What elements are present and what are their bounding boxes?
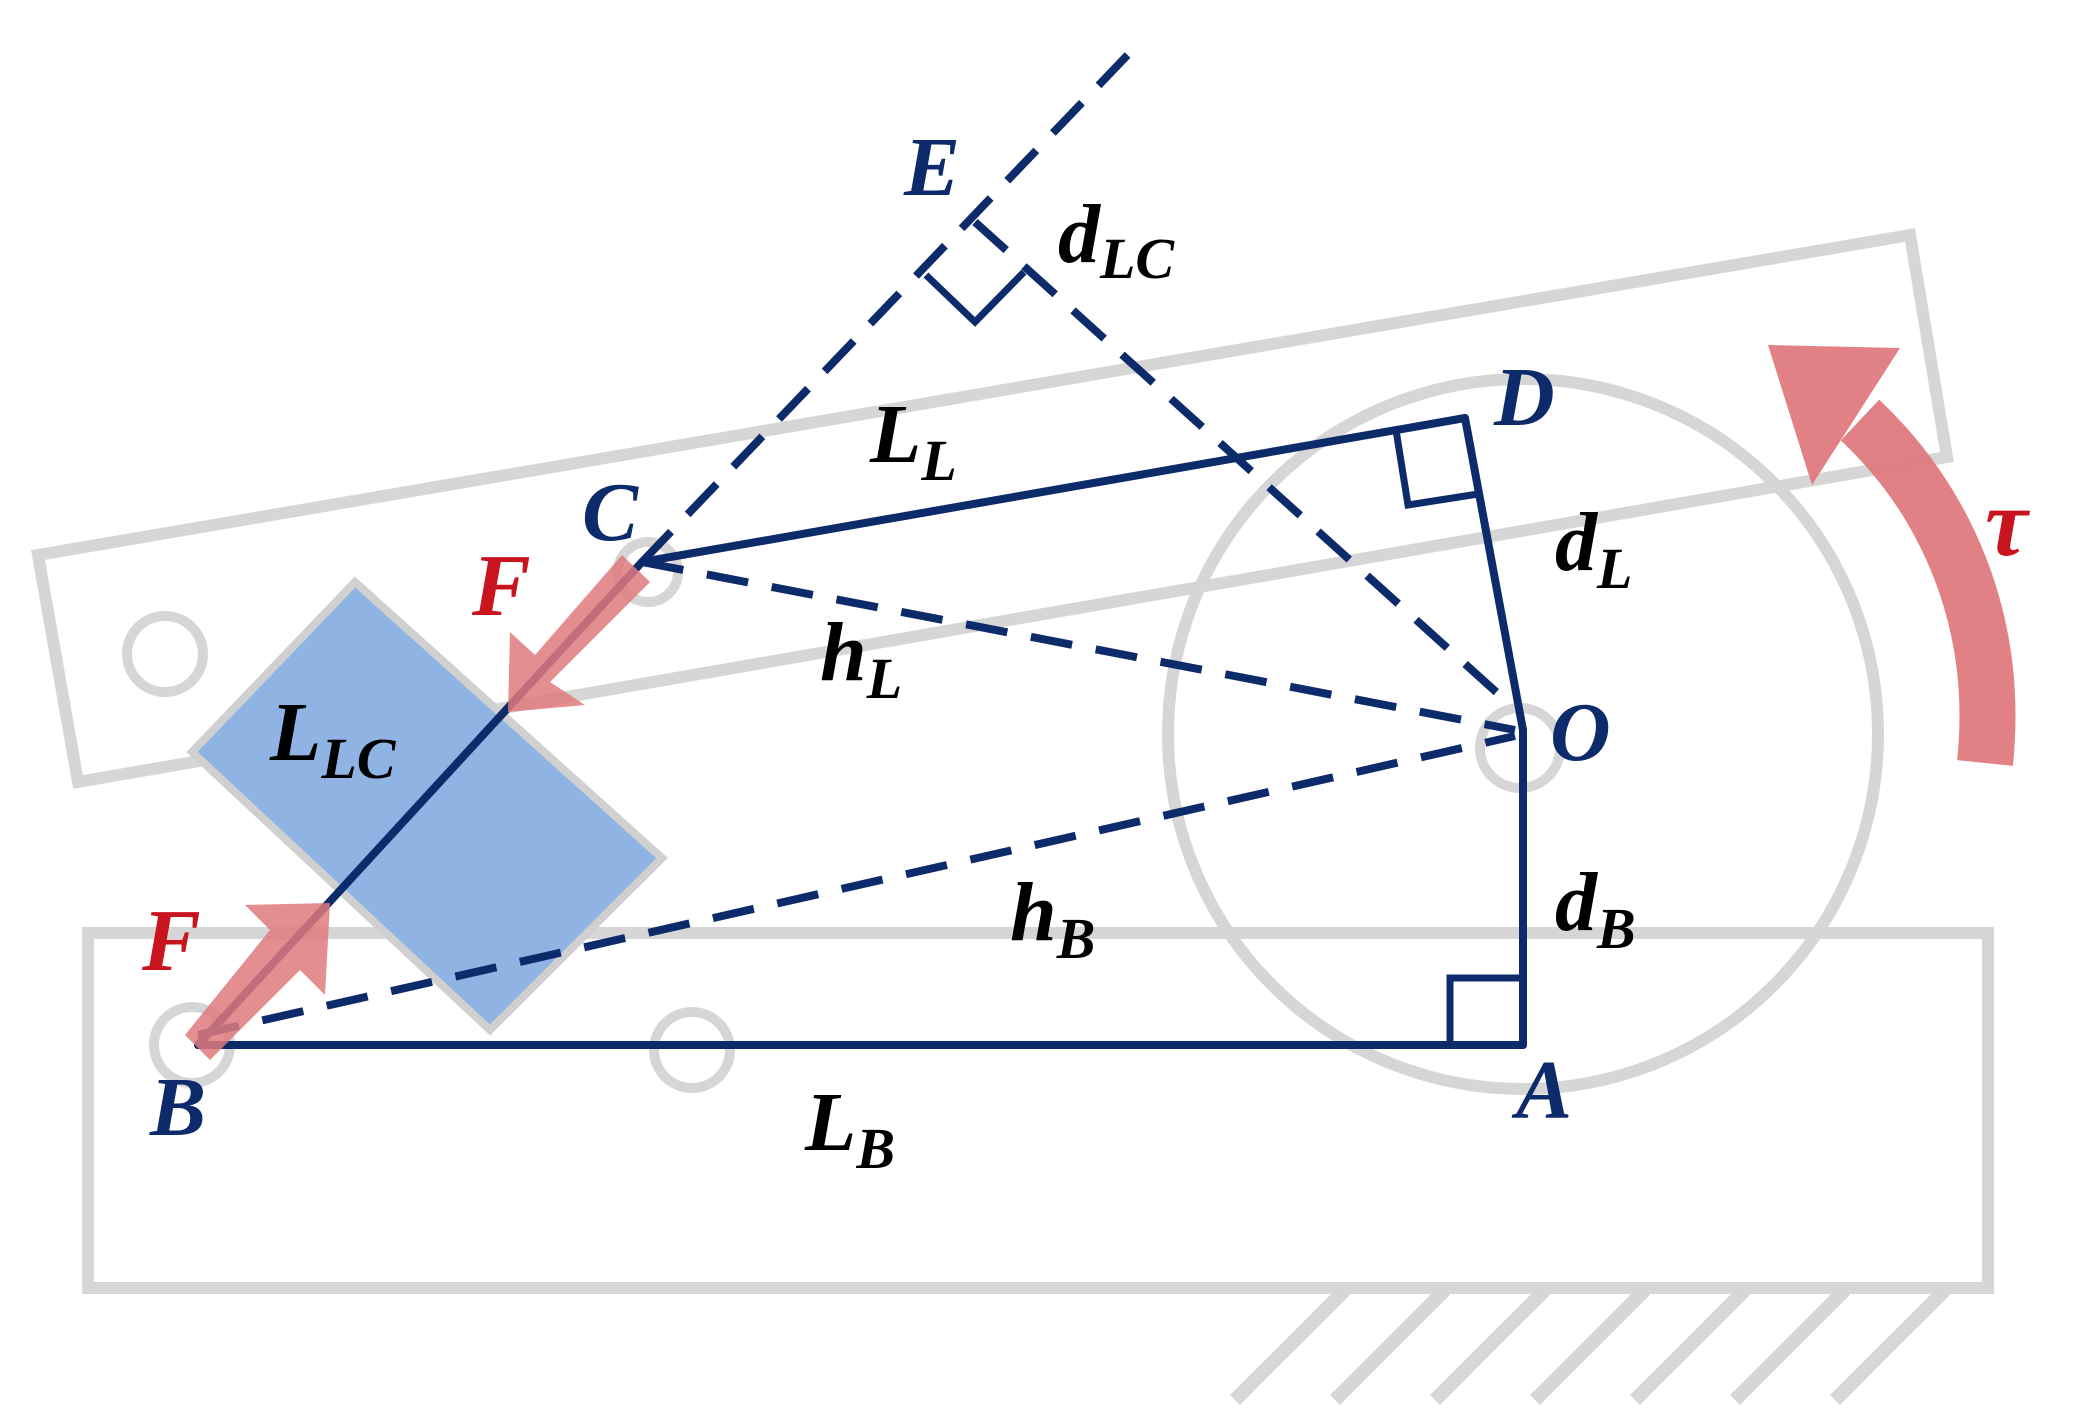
dashed-lines <box>197 37 1516 1039</box>
label-L-LC: LLC <box>269 686 397 791</box>
force-label-upper: F <box>471 538 531 635</box>
line-OD <box>1461 414 1527 734</box>
point-label-A: A <box>1511 1044 1572 1137</box>
base-hole-mid <box>649 1007 735 1093</box>
base-frame <box>82 927 1994 1294</box>
label-h-B: hB <box>1010 866 1095 971</box>
point-label-D: D <box>1493 351 1555 444</box>
force-arrows <box>185 555 650 1060</box>
actuator-body <box>186 576 668 1036</box>
line-BO-hB <box>197 732 1516 1039</box>
right-angle-A <box>1446 974 1523 1045</box>
point-label-B: B <box>149 1061 206 1154</box>
label-L-L: LL <box>869 388 957 493</box>
point-label-O: O <box>1550 686 1611 779</box>
force-label-lower: F <box>141 893 201 990</box>
label-L-B: LB <box>804 1076 895 1181</box>
force-arrow-lower <box>185 903 330 1060</box>
line-CO-hL <box>641 558 1516 734</box>
torque-label: τ <box>1985 469 2031 576</box>
line-DC <box>638 414 1469 566</box>
point-label-E: E <box>903 121 960 214</box>
lever-link <box>31 228 1954 789</box>
line-EO <box>972 219 1508 703</box>
right-angle-D <box>1392 429 1479 509</box>
label-h-L: hL <box>820 606 902 711</box>
right-angle-E <box>923 269 1027 327</box>
label-d-LC: dLC <box>1058 188 1175 291</box>
ground-hatching <box>1230 1288 1950 1405</box>
label-d-B: dB <box>1555 856 1636 961</box>
line-CE-extension <box>639 37 1145 565</box>
lever-hole <box>122 611 208 697</box>
pivot-disc <box>1162 373 1884 1095</box>
right-angle-markers <box>923 269 1523 1045</box>
label-d-L: dL <box>1555 496 1632 601</box>
torque-arrow <box>1768 345 2016 766</box>
force-arrow-upper <box>508 555 650 712</box>
point-label-C: C <box>582 466 639 559</box>
